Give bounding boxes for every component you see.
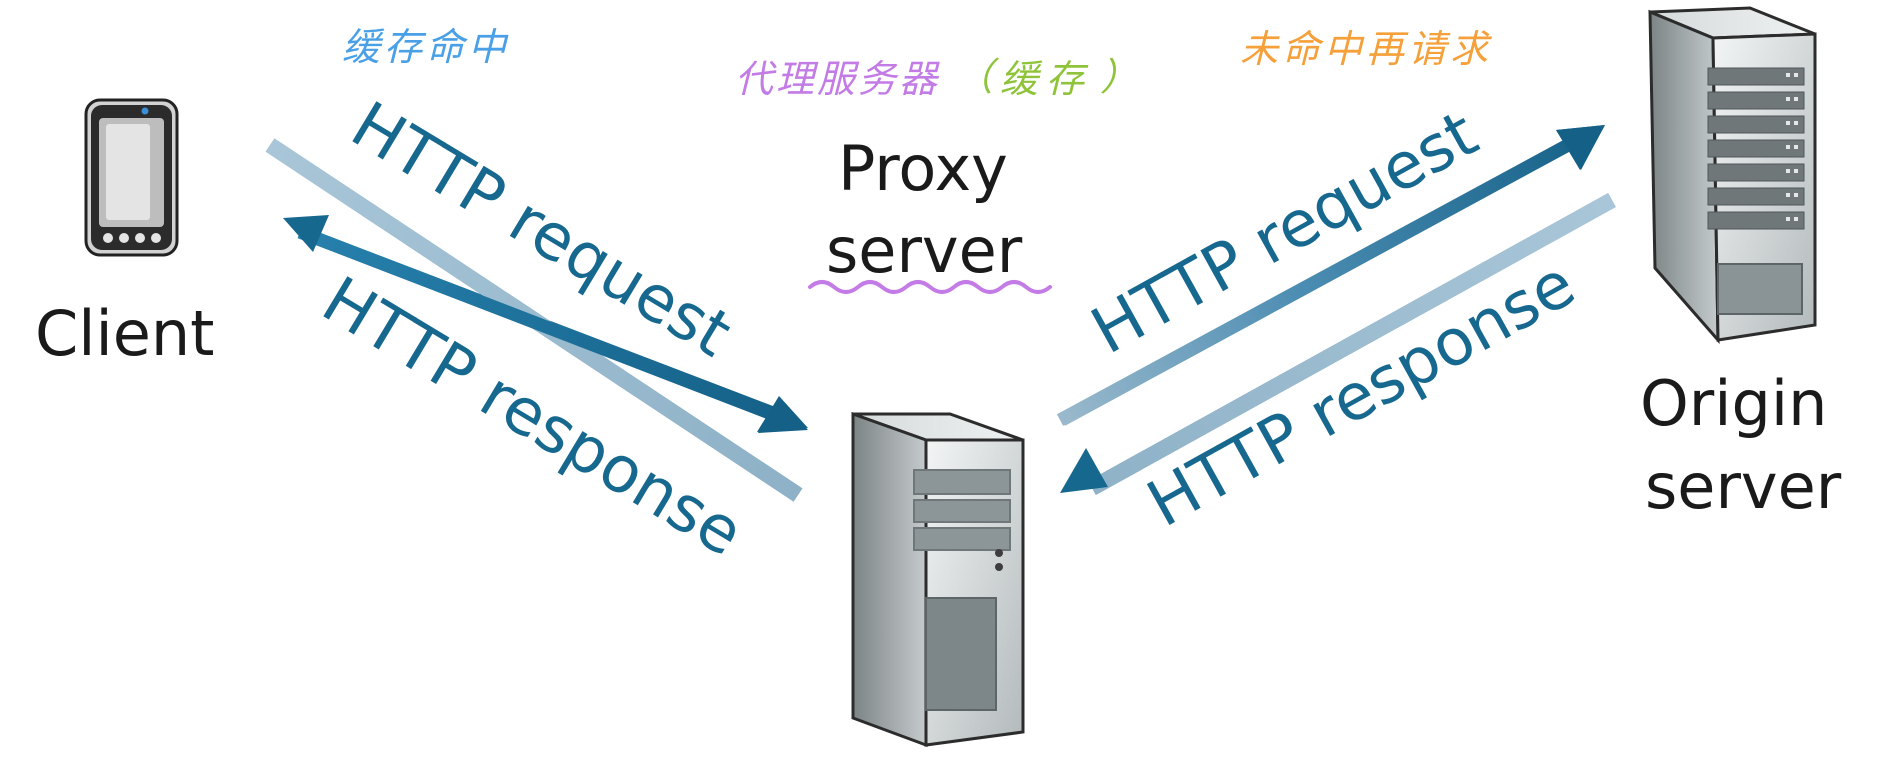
client-label: Client bbox=[35, 297, 215, 370]
right-request-arrow bbox=[1058, 125, 1605, 426]
proxy-cn-annotation: 代理服务器 bbox=[735, 57, 940, 101]
left-response-arrowhead bbox=[283, 215, 329, 252]
smartphone-icon bbox=[84, 98, 179, 257]
origin-label-line1: Origin bbox=[1640, 367, 1827, 440]
left-request-arrow bbox=[297, 225, 808, 433]
rack-server-icon bbox=[1648, 6, 1817, 345]
proxy-label-line1: Proxy bbox=[838, 132, 1008, 205]
left-response-arrow bbox=[283, 215, 329, 252]
origin-label-line2: server bbox=[1645, 450, 1842, 523]
left-request-arrowhead bbox=[758, 397, 808, 433]
proxy-label-line2: server bbox=[826, 214, 1023, 287]
tower-server-icon bbox=[851, 411, 1025, 748]
paren-open: （ bbox=[955, 55, 1000, 99]
paren-close: ） bbox=[1100, 55, 1138, 99]
miss-rerequest-annotation: 未命中再请求 bbox=[1240, 27, 1493, 71]
right-response-arrow bbox=[1060, 448, 1108, 493]
right-light-bar bbox=[1088, 193, 1616, 495]
right-response-arrowhead bbox=[1060, 448, 1108, 493]
right-request-arrowhead bbox=[1556, 125, 1605, 170]
proxy-underline-squiggle bbox=[808, 280, 1052, 294]
cache-cn-annotation: 缓存 bbox=[1000, 57, 1092, 101]
cache-hit-annotation: 缓存命中 bbox=[342, 25, 510, 69]
